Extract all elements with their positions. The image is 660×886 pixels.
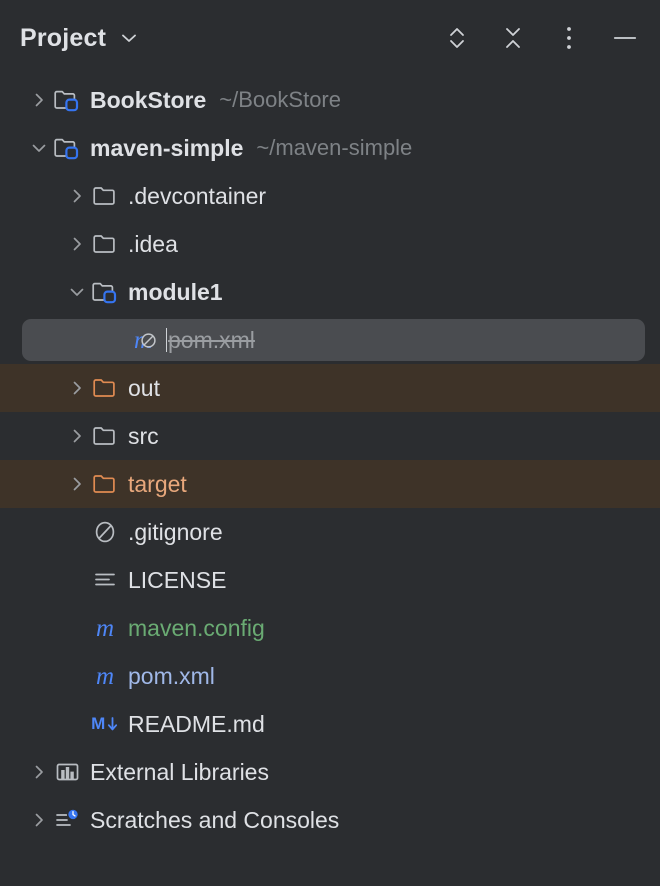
tree-node-label: module1	[128, 278, 223, 305]
tree-row[interactable]: LICENSE	[0, 556, 660, 604]
tree-row[interactable]: out	[0, 364, 660, 412]
tree-row[interactable]: .idea	[0, 220, 660, 268]
tree-node-label: .devcontainer	[128, 182, 267, 209]
selection-highlight	[22, 319, 645, 361]
tool-window-toolbar	[444, 23, 638, 53]
tree-node-label: pom.xml	[128, 662, 215, 689]
page-title: Project	[20, 23, 107, 52]
collapse-all-icon[interactable]	[500, 23, 526, 53]
text-caret	[166, 328, 167, 352]
tree-row[interactable]: M README.md	[0, 700, 660, 748]
tree-row[interactable]: External Libraries	[0, 748, 660, 796]
expand-all-icon[interactable]	[444, 23, 470, 53]
tree-node-label: target	[128, 470, 187, 497]
tree-expand-arrow-collapsed[interactable]	[64, 423, 90, 449]
tree-expand-arrow-collapsed[interactable]	[26, 759, 52, 785]
tree-expand-arrow-collapsed[interactable]	[64, 471, 90, 497]
tree-node-label: .idea	[128, 230, 178, 257]
tree-row[interactable]: m maven.config	[0, 604, 660, 652]
tree-expand-arrow-expanded[interactable]	[26, 135, 52, 161]
tree-node-path: ~/maven-simple	[256, 135, 413, 160]
maven-ignored-icon: m	[128, 325, 158, 355]
tree-row[interactable]: src	[0, 412, 660, 460]
folder-icon	[90, 181, 120, 211]
tree-row[interactable]: .devcontainer	[0, 172, 660, 220]
markdown-icon: M	[90, 709, 120, 739]
folder-icon	[90, 421, 120, 451]
tree-node-label: pom.xml	[168, 326, 255, 353]
tree-row[interactable]: module1	[0, 268, 660, 316]
tree-node-label: src	[128, 422, 159, 449]
text-file-icon	[90, 565, 120, 595]
tree-node-label: BookStore	[90, 86, 207, 113]
tree-node-label: .gitignore	[128, 518, 223, 545]
excluded-folder-icon	[90, 373, 120, 403]
tree-node-label: Scratches and Consoles	[90, 806, 340, 833]
project-tool-window-header: Project	[0, 0, 660, 76]
tree-node-label: LICENSE	[128, 566, 227, 593]
minimize-icon[interactable]	[612, 23, 638, 53]
tree-node-label: out	[128, 374, 160, 401]
maven-icon: m	[95, 614, 115, 642]
tree-node-path: ~/BookStore	[219, 87, 341, 112]
scratches-icon	[52, 805, 82, 835]
project-tree: BookStore ~/BookStore maven-simple ~/maven-…	[0, 76, 660, 844]
tree-expand-arrow-expanded[interactable]	[64, 279, 90, 305]
tree-row[interactable]: target	[0, 460, 660, 508]
module-folder-icon	[52, 85, 82, 115]
tree-node-label: External Libraries	[90, 758, 269, 785]
tree-expand-arrow-collapsed[interactable]	[64, 375, 90, 401]
tree-row[interactable]: m pom.xml	[0, 652, 660, 700]
module-folder-icon	[52, 133, 82, 163]
tree-row[interactable]: BookStore ~/BookStore	[0, 76, 660, 124]
libraries-icon	[52, 757, 82, 787]
tree-row[interactable]: Scratches and Consoles	[0, 796, 660, 844]
tree-row[interactable]: maven-simple ~/maven-simple	[0, 124, 660, 172]
tree-node-label: maven.config	[128, 614, 265, 641]
tree-node-label: README.md	[128, 710, 265, 737]
tree-node-label: maven-simple	[90, 134, 244, 161]
tree-row[interactable]: m pom.xml	[0, 316, 660, 364]
gitignore-icon	[90, 517, 120, 547]
module-folder-icon	[90, 277, 120, 307]
tree-row[interactable]: .gitignore	[0, 508, 660, 556]
tree-expand-arrow-collapsed[interactable]	[26, 87, 52, 113]
tree-expand-arrow-collapsed[interactable]	[26, 807, 52, 833]
excluded-folder-icon	[90, 469, 120, 499]
maven-icon: m	[95, 662, 115, 690]
folder-icon	[90, 229, 120, 259]
ignored-badge-icon	[140, 332, 157, 354]
chevron-down-icon[interactable]	[118, 27, 140, 49]
more-vertical-icon[interactable]	[556, 23, 582, 53]
tree-expand-arrow-collapsed[interactable]	[64, 183, 90, 209]
tree-expand-arrow-collapsed[interactable]	[64, 231, 90, 257]
